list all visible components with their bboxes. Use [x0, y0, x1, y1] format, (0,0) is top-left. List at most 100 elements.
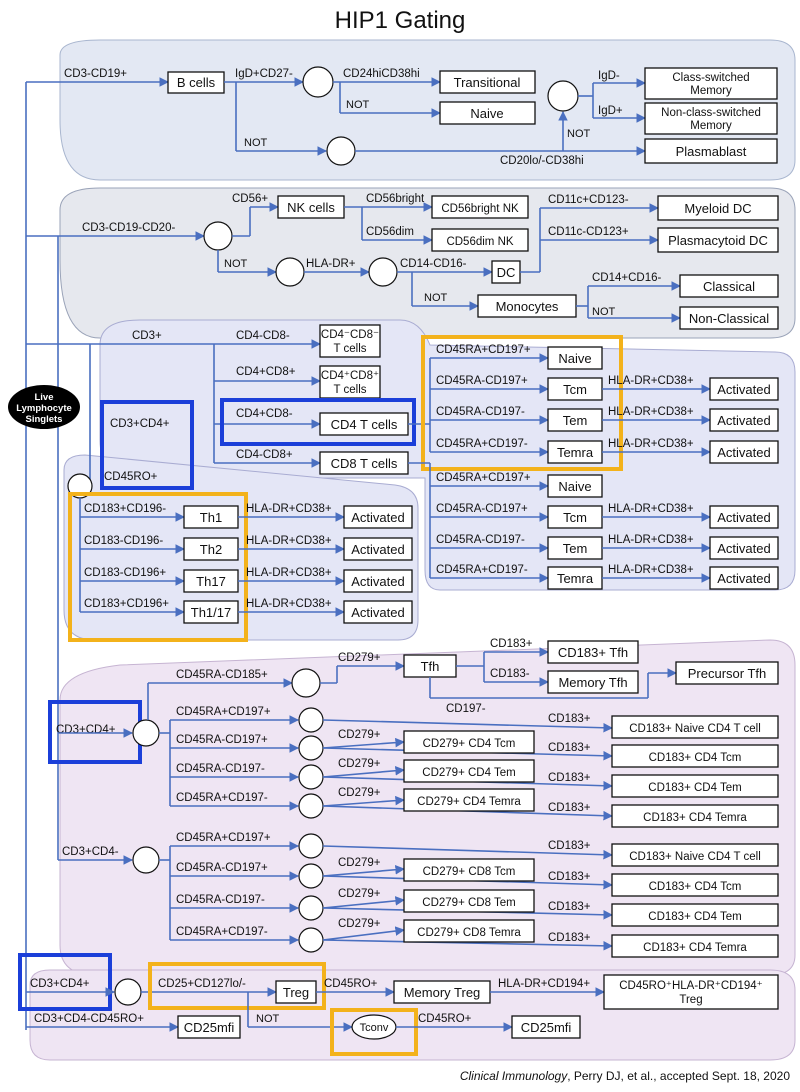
box-act-th1: Activated	[351, 510, 404, 525]
box-cxcr3-cd8-tem: CD183+ CD4 Tem	[648, 911, 741, 923]
box-plasmablast: Plasmablast	[676, 144, 747, 159]
gate-act-cd8-temra: HLA-DR+CD38+	[608, 564, 694, 576]
box-memory-treg: Memory Treg	[404, 985, 481, 1000]
gate-cd8-tem-2: CD45RA-CD197-	[176, 894, 265, 906]
gate-cxcr3-cd8-naive: CD183+	[548, 840, 591, 852]
box-non-class-switched-2: Memory	[690, 120, 732, 132]
box-cd8-tem: Tem	[563, 541, 588, 556]
box-cd4-t-cells: CD4 T cells	[331, 417, 398, 432]
gate-cd8-tcm-2: CD45RA-CD197+	[176, 862, 268, 874]
highlight-treg	[148, 962, 326, 1010]
box-dp-t-cells-2: T cells	[333, 384, 366, 396]
gate-cd3-cd19-cd20: CD3-CD19-CD20-	[82, 222, 175, 234]
gate-cxcr3-cd8-tcm: CD183+	[548, 871, 591, 883]
gate-cxcr3-cd4-temra: CD183+	[548, 802, 591, 814]
gate-cd4-cd8neg: CD4+CD8-	[236, 408, 293, 420]
gate-cd8-temra-2: CD45RA+CD197-	[176, 926, 268, 938]
box-pd1-cd4-tem: CD279+ CD4 Tem	[422, 767, 515, 779]
not-label-tconv: NOT	[256, 1013, 280, 1025]
gate-cd279-tfh: CD279+	[338, 652, 381, 664]
box-th1: Th1	[200, 510, 222, 525]
gate-pd1-cd8-tcm: CD279+	[338, 857, 381, 869]
gate-cd197neg: CD197-	[446, 703, 486, 715]
gate-cxcr3-cd4-naive: CD183+	[548, 713, 591, 725]
citation: Clinical Immunology, Perry DJ, et al., a…	[460, 1069, 790, 1083]
gate-act-cd4-temra: HLA-DR+CD38+	[608, 438, 694, 450]
not-label-nonclassical: NOT	[592, 306, 616, 318]
gate-cd11cneg-cd123: CD11c-CD123+	[548, 226, 629, 238]
label-cd3-cd4neg: CD3+CD4-	[62, 846, 119, 858]
box-cxcr3-cd8-temra: CD183+ CD4 Temra	[643, 942, 747, 954]
box-monocytes: Monocytes	[496, 299, 559, 314]
box-treg-result: CD45RO⁺HLA-DR⁺CD194⁺	[619, 980, 762, 992]
gate-act-cd8-tem: HLA-DR+CD38+	[608, 534, 694, 546]
box-b-cells: B cells	[177, 75, 216, 90]
box-cd56bright-nk: CD56bright NK	[441, 203, 519, 215]
gate-cxcr3-cd8-temra: CD183+	[548, 932, 591, 944]
gate-cd45ro-tconv: CD45RO+	[418, 1013, 472, 1025]
highlight-cd4-memory	[421, 335, 623, 471]
highlight-cd4-treg	[18, 953, 112, 1011]
label-cd3-cd4-tfh: CD3+CD4+	[56, 724, 116, 736]
box-cd8-t-cells: CD8 T cells	[331, 456, 398, 471]
box-cxcr3-cd4-temra: CD183+ CD4 Temra	[643, 812, 747, 824]
box-dc: DC	[497, 265, 516, 280]
box-tconv: Tconv	[360, 1022, 389, 1034]
gate-cd3neg-cd19pos: CD3-CD19+	[64, 68, 127, 80]
label-cd3-cd4-th: CD3+CD4+	[110, 418, 170, 430]
gate-pd1-cd4-tcm: CD279+	[338, 729, 381, 741]
box-plasmacytoid-dc: Plasmacytoid DC	[668, 233, 768, 248]
citation-journal: Clinical Immunology	[460, 1069, 568, 1083]
box-cxcr3-cd8-tcm: CD183+ CD4 Tcm	[649, 881, 742, 893]
box-th17: Th17	[196, 574, 226, 589]
gate-cd24hi-cd38hi: CD24hiCD38hi	[343, 68, 420, 80]
gate-cd8-naive-2: CD45RA+CD197+	[176, 832, 271, 844]
box-treg-result-2: Treg	[679, 994, 702, 1006]
gate-cxcr3-cd8-tem: CD183+	[548, 901, 591, 913]
box-pd1-cd8-tcm: CD279+ CD8 Tcm	[423, 866, 516, 878]
box-th2: Th2	[200, 542, 222, 557]
citation-rest: , Perry DJ, et al., accepted Sept. 18, 2…	[567, 1069, 790, 1083]
root-label-1: Live	[34, 392, 53, 403]
gate-tfh-cd4-tem: CD45RA-CD197-	[176, 763, 265, 775]
gate-act-th17: HLA-DR+CD38+	[246, 567, 332, 579]
gate-cd3: CD3+	[132, 330, 162, 342]
gate-pd1-cd4-tem: CD279+	[338, 758, 381, 770]
box-act-cd8-tem: Activated	[717, 541, 770, 556]
box-cd183-tfh: CD183+ Tfh	[558, 645, 628, 660]
gate-cd56dim: CD56dim	[366, 226, 414, 238]
not-label-1: NOT	[346, 99, 370, 111]
box-class-switched: Class-switched	[672, 72, 749, 84]
box-dn-t-cells-2: T cells	[333, 343, 366, 355]
bcell-panel	[59, 39, 796, 181]
gate-cd4-tem: CD45RA-CD197-	[436, 406, 525, 418]
box-transitional: Transitional	[454, 75, 521, 90]
label-cd3-cd4-treg: CD3+CD4+	[30, 978, 90, 990]
box-act-cd8-temra: Activated	[717, 571, 770, 586]
box-nk-cells: NK cells	[287, 200, 335, 215]
box-memory-tfh: Memory Tfh	[558, 675, 627, 690]
gate-tfh-cd4-tcm: CD45RA-CD197+	[176, 734, 268, 746]
highlight-th	[68, 492, 248, 642]
gate-act-th2: HLA-DR+CD38+	[246, 535, 332, 547]
box-non-classical: Non-Classical	[689, 311, 769, 326]
box-tfh: Tfh	[421, 659, 440, 674]
gate-pd1-cd4-temra: CD279+	[338, 787, 381, 799]
nk-panel	[59, 187, 796, 339]
gate-igd-neg: IgD-	[598, 70, 620, 82]
highlight-cd4-ro	[100, 400, 194, 490]
box-naive-b: Naive	[470, 106, 503, 121]
box-cxcr3-cd4-tcm: CD183+ CD4 Tcm	[649, 752, 742, 764]
box-cd25mfi-1: CD25mfi	[184, 1020, 235, 1035]
box-th117: Th1/17	[191, 605, 231, 620]
gate-cd56bright: CD56bright	[366, 193, 425, 205]
box-act-th2: Activated	[351, 542, 404, 557]
box-treg: Treg	[283, 985, 309, 1000]
gate-cxcr3-cd4-tcm: CD183+	[548, 742, 591, 754]
box-pd1-cd4-tcm: CD279+ CD4 Tcm	[423, 738, 516, 750]
box-cd8-tcm: Tcm	[563, 510, 587, 525]
box-cd4-tcm: Tcm	[563, 382, 587, 397]
box-class-switched-2: Memory	[690, 85, 732, 97]
box-myeloid-dc: Myeloid DC	[684, 201, 751, 216]
